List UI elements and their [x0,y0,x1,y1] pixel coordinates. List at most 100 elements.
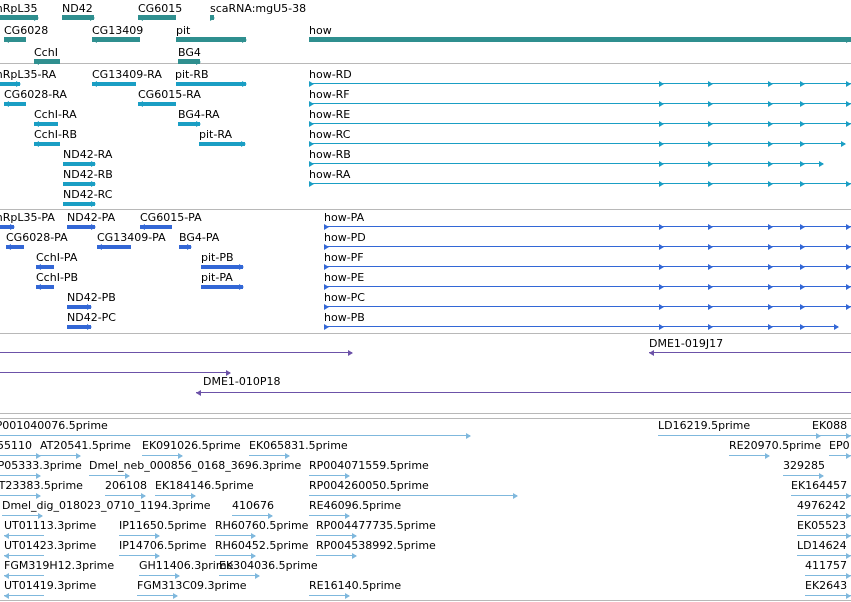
feature-label: CchI-RA [34,108,77,121]
arrow-left-icon [4,36,9,43]
exon-marker-icon [708,224,713,230]
feature-bar [140,225,172,229]
feature-bar [34,59,60,64]
exon-marker-icon [768,284,773,290]
arrow-left-icon [6,244,11,250]
arrow-right-icon [191,493,196,499]
arrow-right-icon [16,81,21,87]
feature-bar [309,37,851,42]
feature-label: DME1-019J17 [649,337,724,350]
exon-marker-icon [800,141,805,147]
exon-marker-icon [659,224,664,230]
arrow-left-icon [196,390,201,396]
arrow-right-icon [226,370,231,376]
arrow-right-icon [242,36,247,43]
arrow-right-icon [846,244,851,250]
feature-line [215,535,255,536]
feature-line [797,515,851,516]
feature-label: pit-RA [199,128,233,141]
exon-marker-icon [800,304,805,310]
exon-marker-icon [309,81,314,87]
arrow-right-icon [241,141,246,147]
exon-marker-icon [708,101,713,107]
feature-line [309,103,851,104]
exon-marker-icon [309,161,314,167]
track-separator [0,600,851,601]
feature-label: how-RF [309,88,350,101]
arrow-right-icon [87,304,92,310]
arrow-left-icon [92,81,97,87]
feature-label: CG6028 [4,24,49,37]
feature-bar [0,82,20,86]
arrow-right-icon [255,573,260,579]
arrow-right-icon [251,553,256,559]
arrow-right-icon [846,121,851,127]
feature-label: how-PE [324,271,365,284]
feature-label: 410676 [232,499,274,512]
feature-line [309,143,845,144]
feature-label: how-PF [324,251,364,264]
arrow-right-icon [38,513,43,519]
arrow-right-icon [846,81,851,87]
arrow-right-icon [846,433,851,439]
arrow-right-icon [91,224,96,230]
arrow-right-icon [239,264,244,270]
feature-label: pit-PA [201,271,233,284]
feature-line [196,392,851,393]
feature-label: BG4-PA [179,231,220,244]
exon-marker-icon [708,244,713,250]
feature-bar [0,225,14,229]
exon-marker-icon [324,224,329,230]
arrow-right-icon [816,433,821,439]
exon-marker-icon [708,161,713,167]
arrow-right-icon [846,181,851,187]
feature-label: EK05523 [797,519,847,532]
exon-marker-icon [800,244,805,250]
exon-marker-icon [800,101,805,107]
feature-label: RP004538992.5prime [316,539,436,552]
feature-line [249,455,289,456]
feature-label: CG13409-PA [97,231,166,244]
feature-label: how-PD [324,231,366,244]
exon-marker-icon [659,121,664,127]
feature-label: EK2643 [805,579,848,592]
feature-label: DME1-010P18 [203,375,281,388]
feature-label: how-PA [324,211,365,224]
arrow-left-icon [649,350,654,356]
feature-label: RE46096.5prime [309,499,402,512]
exon-marker-icon [659,284,664,290]
feature-line [649,352,851,353]
exon-marker-icon [659,244,664,250]
feature-bar [0,15,38,20]
arrow-left-icon [97,244,102,250]
exon-marker-icon [768,304,773,310]
arrow-right-icon [141,493,146,499]
arrow-right-icon [846,533,851,539]
feature-line [219,575,259,576]
feature-line [805,575,851,576]
feature-label: Dmel_dig_018023_0710_1194.3prime [2,499,211,512]
feature-bar [92,82,136,86]
feature-line [316,535,356,536]
feature-line [324,326,838,327]
exon-marker-icon [659,264,664,270]
arrow-left-icon [138,14,143,21]
exon-marker-icon [708,264,713,270]
feature-label: E55110 [0,439,32,452]
arrow-left-icon [36,264,41,270]
exon-marker-icon [659,141,664,147]
arrow-right-icon [819,161,824,167]
exon-marker-icon [768,121,773,127]
exon-marker-icon [800,161,805,167]
exon-marker-icon [800,284,805,290]
feature-line [215,555,255,556]
feature-label: Dmel_neb_000856_0168_3696.3prime [89,459,302,472]
arrow-right-icon [36,473,41,479]
feature-label: CG13409-RA [92,68,162,81]
feature-label: 4976242 [797,499,846,512]
arrow-right-icon [91,201,96,207]
feature-label: FGM319H12.3prime [4,559,115,572]
feature-label: CG13409 [92,24,144,37]
feature-label: ND42-RC [63,188,113,201]
feature-label: 411757 [805,559,847,572]
